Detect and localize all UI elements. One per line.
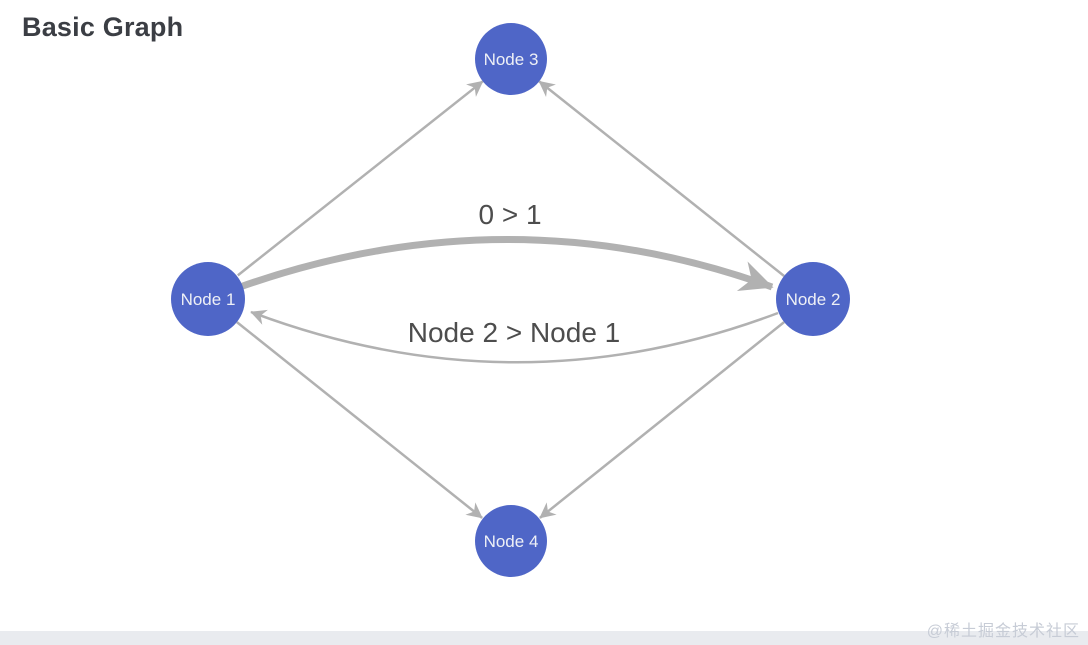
watermark: @稀土掘金技术社区 bbox=[926, 623, 1080, 640]
graph-node-node1[interactable]: Node 1 bbox=[171, 262, 245, 336]
node4-label: Node 4 bbox=[484, 532, 539, 551]
edge-node2-node1[interactable] bbox=[250, 309, 779, 364]
node2-circle[interactable] bbox=[776, 262, 850, 336]
edge-node1-node3[interactable] bbox=[237, 80, 484, 277]
node3-label: Node 3 bbox=[484, 50, 539, 69]
edge-node1-node4[interactable] bbox=[236, 321, 483, 519]
node1-label: Node 1 bbox=[181, 290, 236, 309]
graph-node-node2[interactable]: Node 2 bbox=[776, 262, 850, 336]
edge-node2-node3[interactable] bbox=[538, 80, 785, 277]
edge-node2-node4[interactable] bbox=[539, 321, 785, 519]
node3-circle[interactable] bbox=[475, 23, 547, 95]
node4-circle[interactable] bbox=[475, 505, 547, 577]
node1-circle[interactable] bbox=[171, 262, 245, 336]
page-title: Basic Graph bbox=[22, 12, 184, 42]
graph-node-node3[interactable]: Node 3 bbox=[475, 23, 547, 95]
edge-label-node1-node2: 0 > 1 bbox=[478, 199, 541, 230]
edge-node1-node2[interactable] bbox=[238, 236, 774, 291]
graph-node-node4[interactable]: Node 4 bbox=[475, 505, 547, 577]
node2-label: Node 2 bbox=[786, 290, 841, 309]
edge-label-node2-node1: Node 2 > Node 1 bbox=[408, 317, 621, 348]
footer-band bbox=[0, 631, 1088, 645]
